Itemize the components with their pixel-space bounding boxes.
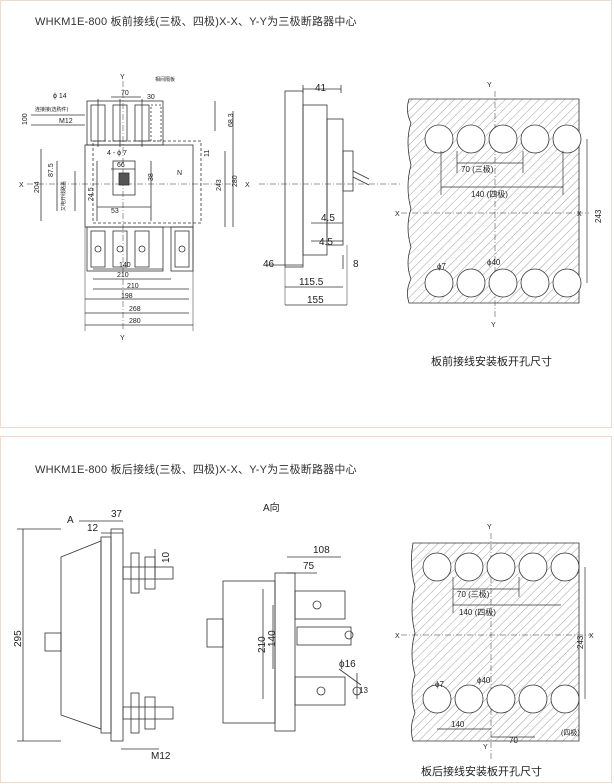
cutout-y-top: Y [487, 82, 492, 89]
rear-cutout-y-top: Y [487, 524, 492, 531]
label-243: 243 [216, 179, 223, 191]
rear-cutout-phi7: ϕ7 [435, 680, 444, 689]
rear-cutout: Y Y X X 70 (三极) 140 (四极) 243 ϕ7 ϕ40 140 … [395, 524, 594, 761]
label-210b: 210 [127, 283, 139, 290]
cutout-140: 140 (四极) [471, 189, 508, 199]
cutout-phi40: ϕ40 [487, 258, 501, 267]
label-198: 198 [121, 293, 133, 300]
label-phi14: ϕ 14 [53, 93, 67, 100]
label-30: 30 [147, 94, 155, 101]
label-4phi7: 4 - ϕ 7 [107, 150, 127, 157]
label-210: 210 [257, 636, 268, 653]
label-280: 280 [232, 175, 239, 187]
label-10: 10 [161, 551, 172, 563]
label-interphase: 相间隔板 [155, 76, 175, 83]
rear-cutout-140: 140 (四极) [459, 607, 496, 617]
label-45b: 4.5 [319, 237, 333, 248]
label-66: 66 [117, 162, 125, 169]
front-drawings: Y Y X N ϕ 14 70 30 相间隔板 连接接(选购件) M12 100… [19, 74, 603, 342]
label-210a: 210 [117, 272, 129, 279]
front-cutout: Y Y X X 70 (三极) 140 (四极) 243 ϕ7 ϕ40 [395, 82, 603, 329]
rear-cutout-70b: 70 [509, 736, 518, 745]
label-100: 100 [22, 113, 29, 125]
cutout-70: 70 (三极) [461, 164, 494, 174]
rear-cutout-holes-bottom [422, 684, 580, 714]
rear-drawings: A 37 12 10 295 M12 A向 [13, 501, 594, 762]
label-m12: M12 [151, 751, 171, 762]
label-140: 140 [119, 262, 131, 269]
cutout-holes-bottom [424, 268, 582, 298]
rear-cutout-caption: 板后接线安装板开孔尺寸 [421, 766, 542, 778]
label-53: 53 [111, 208, 119, 215]
label-x-left: X [19, 182, 24, 189]
label-38: 38 [148, 173, 155, 181]
front-side-labels: X 41 4.5 4.5 46 8 115.5 155 [245, 83, 359, 306]
cutout-x-left: X [395, 211, 400, 218]
label-y-top: Y [120, 74, 125, 81]
rear-cutout-x-left: X [395, 633, 400, 640]
label-m12: M12 [59, 118, 73, 125]
cutout-holes-top [424, 124, 582, 154]
label-a: A [67, 515, 74, 526]
label-268: 268 [129, 306, 141, 313]
front-cutout-caption: 板前接线安装板开孔尺寸 [431, 356, 552, 368]
label-68: 68.3 [228, 113, 235, 127]
front-panel-title: WHKM1E-800 板前接线(三极、四极)X-X、Y-Y为三极断路器中心 [35, 16, 357, 28]
label-70: 70 [121, 90, 129, 97]
label-y-bottom: Y [120, 335, 125, 342]
label-204: 204 [34, 181, 41, 193]
front-wiring-panel: WHKM1E-800 板前接线(三极、四极)X-X、Y-Y为三极断路器中心 [0, 0, 612, 428]
label-connector: 连接接(选购件) [35, 106, 69, 113]
label-37: 37 [111, 509, 123, 520]
label-phi16: ϕ16 [339, 659, 356, 670]
front-side-view [259, 85, 401, 306]
rear-cutout-four: (四极) [561, 728, 580, 737]
label-108: 108 [313, 545, 330, 556]
label-x-side: X [245, 182, 250, 189]
rear-a-view-labels: A向 108 75 210 140 ϕ16 13 [257, 501, 368, 695]
rear-wiring-panel: WHKM1E-800 板后接线(三极、四极)X-X、Y-Y为三极断路器中心 [0, 436, 612, 783]
label-12: 12 [87, 523, 99, 534]
label-46: 46 [263, 259, 275, 270]
label-45a: 4.5 [321, 213, 335, 224]
label-n: N [177, 170, 182, 177]
rear-side-view [17, 520, 174, 750]
rear-cutout-140b: 140 [451, 720, 465, 729]
cutout-x-right: X [577, 211, 582, 218]
rear-cutout-x-right: X [589, 633, 594, 640]
label-8: 8 [353, 259, 359, 270]
label-155: 155 [307, 295, 324, 306]
rear-cutout-phi40: ϕ40 [477, 676, 491, 685]
label-87: 87.5 [48, 163, 55, 177]
rear-panel-title: WHKM1E-800 板后接线(三极、四极)X-X、Y-Y为三极断路器中心 [35, 464, 357, 476]
rear-side-labels: A 37 12 10 295 M12 [13, 509, 172, 762]
front-view-labels: Y Y X N ϕ 14 70 30 相间隔板 连接接(选购件) M12 100… [19, 74, 239, 342]
label-a-view: A向 [263, 501, 280, 514]
label-11: 11 [204, 150, 211, 157]
label-295: 295 [13, 630, 24, 647]
label-280b: 280 [129, 318, 141, 325]
cutout-phi7: ϕ7 [437, 262, 446, 271]
rear-cutout-y-bottom: Y [483, 744, 488, 751]
rear-a-view [206, 556, 362, 732]
label-13: 13 [359, 686, 368, 695]
label-140: 140 [267, 630, 278, 647]
cutout-243: 243 [594, 209, 603, 223]
label-cover: 又电开线路盖 [60, 181, 67, 211]
label-115: 115.5 [299, 277, 324, 288]
rear-cutout-243: 243 [576, 635, 585, 649]
rear-cutout-holes-top [422, 552, 580, 582]
cutout-y-bottom: Y [491, 322, 496, 329]
rear-cutout-70: 70 (三极) [457, 589, 490, 599]
label-24: 24.5 [88, 187, 95, 201]
front-view [27, 81, 234, 331]
label-41: 41 [315, 83, 327, 94]
label-75: 75 [303, 561, 315, 572]
